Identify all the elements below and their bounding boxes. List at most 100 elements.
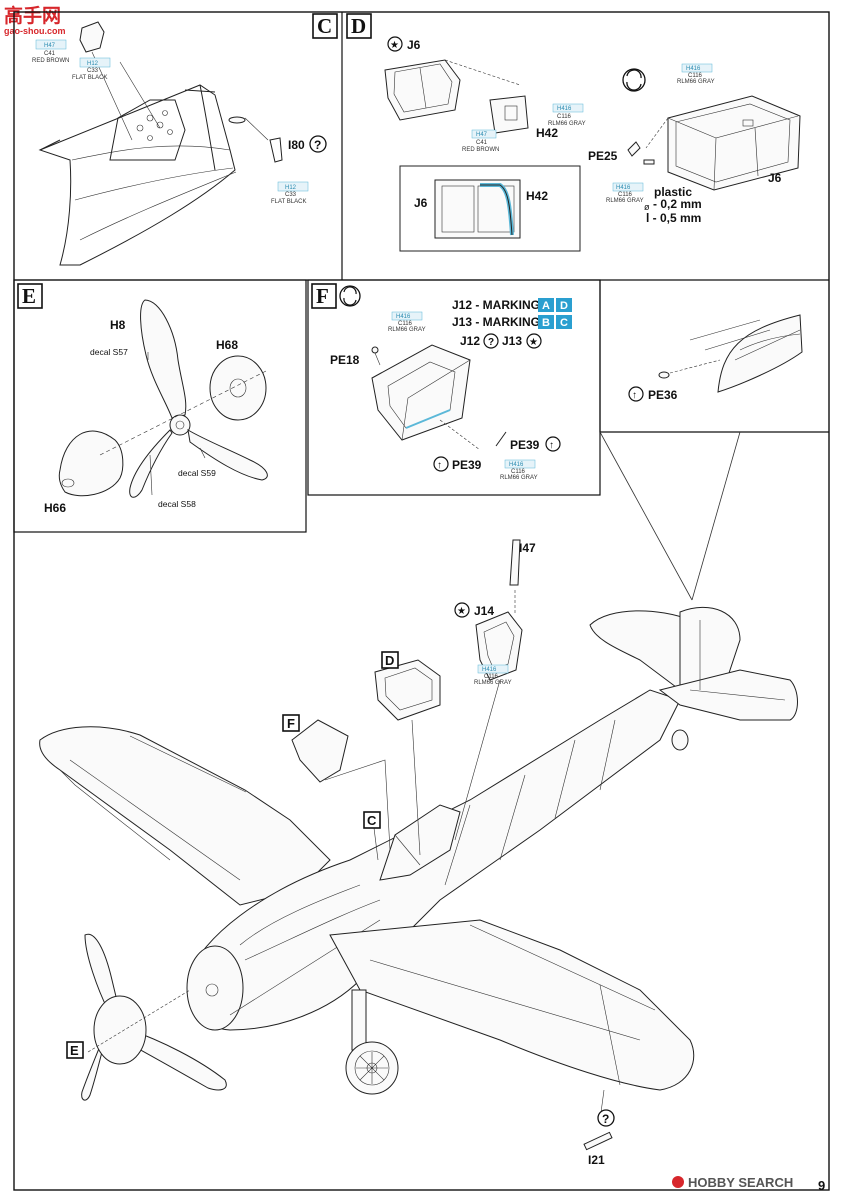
part-j6-right-drawing [645,95,801,191]
paint-chip-c-mid [79,57,111,68]
paint-code-h: H12 [87,61,99,67]
direction-arrow-icon [545,436,561,452]
part-label-j14: J14 [474,604,494,618]
section-label-e: E [22,284,36,308]
panel-tail-detail: ↑ PE36 [599,280,829,601]
marking-d: D [560,300,568,312]
arrow-glyph-icon: ↑ [632,390,637,401]
paint-code-h: H47 [476,132,488,138]
part-label-i47: I47 [519,541,536,555]
section-marker-e-label: E [70,1043,79,1058]
paint-code-h: H416 [396,314,411,320]
optional-part-icon [309,135,327,153]
part-label-j6-top: J6 [407,38,421,52]
question-mark-icon: ? [488,337,494,348]
paint-chip-d-h42b [471,129,497,139]
arrow-glyph-icon: ↑ [437,460,442,471]
part-j12-seatframe-drawing [371,344,507,451]
section-marker-c-label: C [367,813,377,828]
decal-label-s58: decal S58 [158,499,196,509]
paint-code-h: H416 [686,66,701,72]
marking-star-icon [387,36,403,52]
watermark-text: HOBBY SEARCH [688,1175,793,1190]
plastic-rod-drawing [643,159,655,165]
paint-chip-c-top [35,39,67,50]
panel-e-frame [13,279,307,533]
paint-name: RED BROWN [32,58,69,64]
page-number: 9 [818,1178,825,1193]
part-label-j12: J12 [460,334,480,348]
marking-badge-c [556,315,572,329]
paint-code-c: C33 [285,192,297,198]
part-h42-drawing [489,95,529,134]
part-label-h8: H8 [110,318,126,332]
section-marker-c [363,811,381,829]
paint-name: RLM66 GRAY [500,475,538,481]
direction-arrow-icon [628,386,644,402]
part-label-i80: I80 [288,138,305,152]
question-mark-icon: ? [602,1112,609,1126]
paint-code-h: H416 [557,106,572,112]
section-label-c: C [317,14,332,38]
part-label-j6-right: J6 [768,171,782,185]
inset-label-j6: J6 [414,196,428,210]
star-glyph-icon: ★ [457,606,466,617]
paint-code-c: C116 [511,469,526,475]
propeller-explode-drawing [58,299,269,498]
marking-note-j12: J12 - MARKINGS [452,298,548,312]
marking-badge-b [538,315,554,329]
rotate-view-icon [622,68,646,92]
paint-code-c: C116 [398,321,413,327]
part-label-i21: I21 [588,1153,605,1167]
marking-b: B [542,317,550,329]
marking-star-icon [526,333,542,349]
paint-code-c: C41 [44,51,56,57]
arrow-glyph-icon: ↑ [549,440,554,451]
panel-d: D ★ J6 H42 H416 C116 RLM66 GRAY H47 C41 … [346,13,801,252]
paint-code-c: C41 [476,140,488,146]
decal-label-s57: decal S57 [90,347,128,357]
section-marker-f [282,714,300,732]
part-label-h66: H66 [44,501,66,515]
paint-code-c: C116 [484,674,499,680]
paint-chip-f-top [391,311,423,321]
marking-star-icon [454,602,470,618]
part-d-frame-drawing [374,659,441,721]
paint-name: FLAT BLACK [271,199,306,205]
plastic-label: plastic [654,185,692,199]
marking-note-j13: J13 - MARKINGS [452,315,548,329]
watermark-logo-top: 高手网 gao-shou.com [4,4,66,36]
decal-label-s59: decal S59 [178,468,216,478]
part-label-pe25: PE25 [588,149,618,163]
paint-code-h: H416 [616,185,631,191]
paint-chip-d-h42 [552,103,584,113]
plastic-diameter: - 0,2 mm [653,197,702,211]
watermark-logo-icon [672,1176,684,1188]
paint-chip-d-pe25 [612,182,644,192]
part-f-seat-drawing [291,719,349,783]
section-badge-f [311,283,337,309]
section-marker-d-label: D [385,653,394,668]
paint-code-c: C116 [557,114,572,120]
cockpit-fuselage-drawing [38,21,283,266]
marking-a: A [542,300,550,312]
paint-code-h: H416 [482,667,497,673]
optional-part-icon [597,1109,615,1127]
paint-name: RLM66 GRAY [388,327,426,333]
paint-name: RLM66 GRAY [606,198,644,204]
section-marker-e [66,1041,84,1059]
paint-name: RLM66 GRAY [548,121,586,127]
paint-chip-c-bot [277,181,309,192]
section-badge-c [312,13,338,39]
panel-c: C H47 C41 RED BROWN H12 C3 [32,13,338,266]
tail-gear-drawing [658,314,803,393]
paint-chip-d-right [681,63,713,73]
part-label-pe18: PE18 [330,353,360,367]
panel-f: F J12 - MARKINGS A D J13 - MARKINGS B C … [307,279,601,496]
part-j6-frame-drawing [384,59,521,121]
marking-c: C [560,317,568,329]
watermark-logo-bottom: HOBBY SEARCH [672,1175,793,1190]
part-label-h42: H42 [536,126,558,140]
part-i47-drawing [509,539,521,586]
